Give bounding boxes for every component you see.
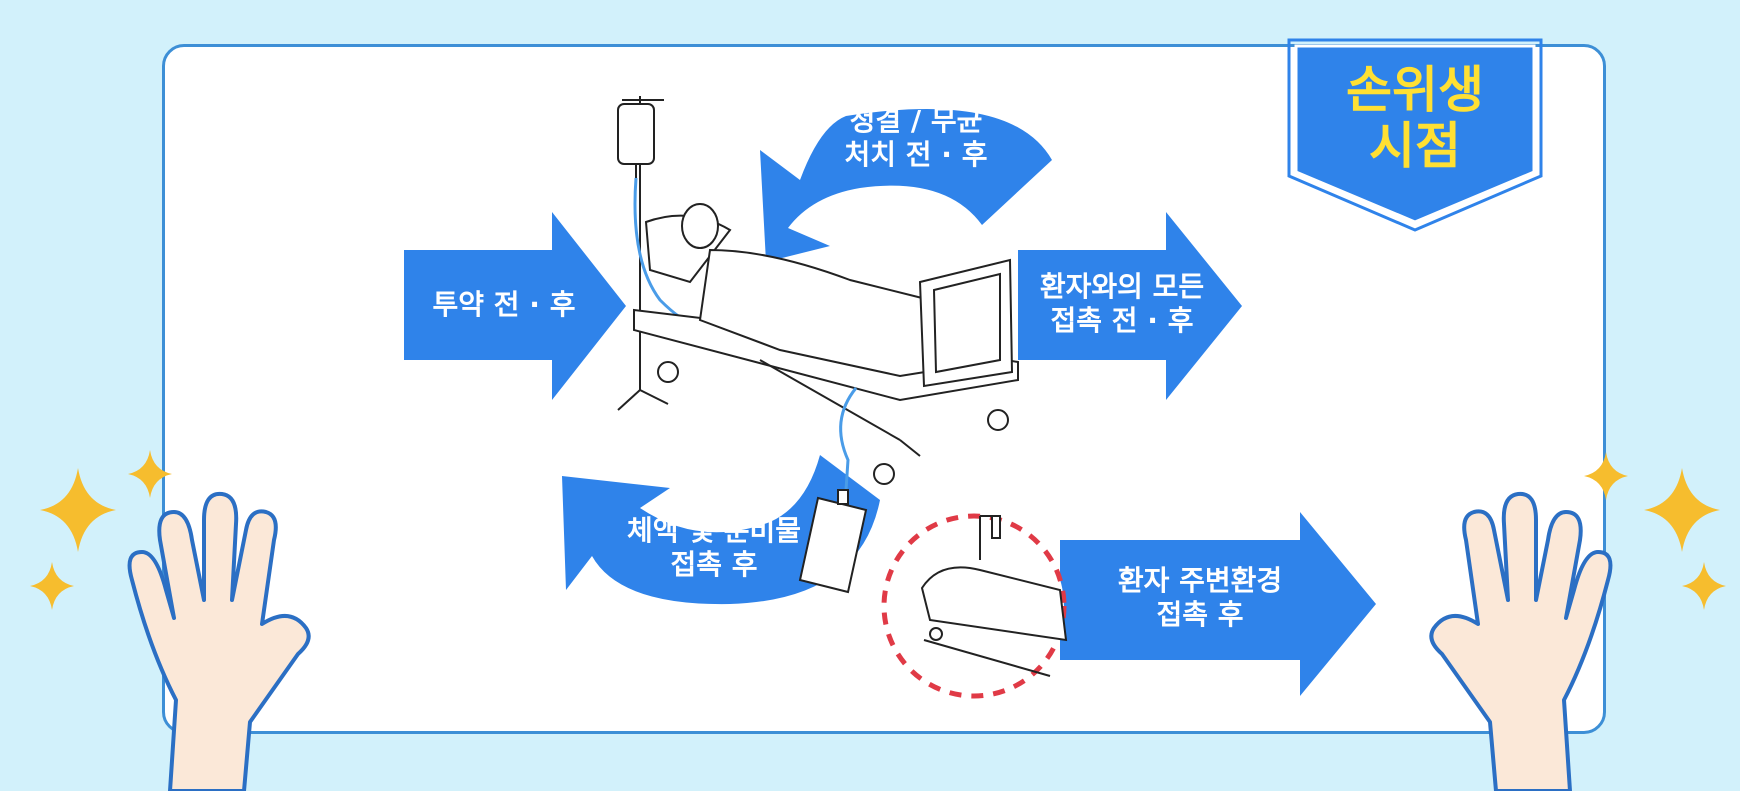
arrow-patient-contact xyxy=(1018,212,1242,400)
label-surroundings: 환자 주변환경 접촉 후 xyxy=(1117,564,1283,631)
drainage-bag-icon xyxy=(798,489,868,594)
arrow-aseptic xyxy=(760,108,1052,262)
right-hand-icon xyxy=(1429,491,1613,791)
label-body-fluid: 체액 및 분비물 접촉 후 xyxy=(626,514,802,581)
label-medication: 투약 전 · 후 xyxy=(432,288,576,321)
patient-bed-icon xyxy=(633,203,1019,485)
badge-shape xyxy=(1294,44,1536,224)
arrow-medication xyxy=(404,212,626,400)
arrow-surroundings xyxy=(1060,512,1376,696)
left-hand-icon xyxy=(127,491,311,791)
empty-bed-icon xyxy=(920,515,1068,677)
iv-bag-icon xyxy=(617,103,655,165)
drain-tube xyxy=(839,387,858,491)
badge-title: 손위생 시점 xyxy=(1346,61,1484,175)
arrow-body-fluid xyxy=(562,455,880,605)
sparkle-icon xyxy=(30,450,1726,610)
iv-stand-icon xyxy=(617,96,669,411)
label-aseptic: 청결 / 무균 처치 전 · 후 xyxy=(844,104,988,171)
label-patient-contact: 환자와의 모든 접촉 전 · 후 xyxy=(1039,270,1205,337)
